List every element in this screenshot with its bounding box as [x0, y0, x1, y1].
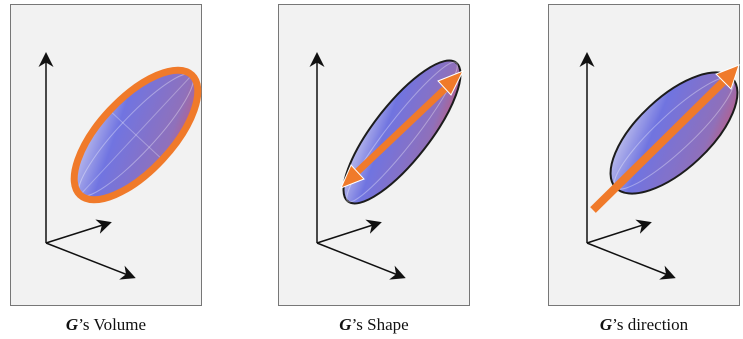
direction-diagram [579, 52, 740, 280]
caption-volume: G’s Volume [10, 315, 202, 335]
panel-shape [278, 4, 470, 306]
caption-symbol: G [65, 315, 79, 334]
caption-direction: G’s direction [548, 315, 740, 335]
y-axis [586, 219, 652, 244]
panel-direction [548, 4, 740, 306]
panel-volume [10, 4, 202, 306]
x-axis [586, 242, 676, 280]
caption-text: ’s Shape [351, 315, 409, 334]
x-axis [45, 242, 136, 280]
volume-diagram [38, 52, 202, 280]
caption-text: ’s Volume [78, 315, 147, 334]
caption-text: ’s direction [612, 315, 689, 334]
y-axis [45, 219, 112, 244]
shape-diagram [309, 52, 465, 280]
y-axis [316, 219, 382, 244]
shape-double-arrow [340, 70, 465, 189]
ellipsoid [74, 70, 198, 200]
direction-arrow [590, 64, 740, 213]
caption-symbol: G [599, 315, 613, 334]
x-axis [316, 242, 406, 280]
volume-outline [70, 66, 202, 204]
caption-symbol: G [339, 315, 352, 334]
caption-shape: G’s Shape [278, 315, 470, 335]
